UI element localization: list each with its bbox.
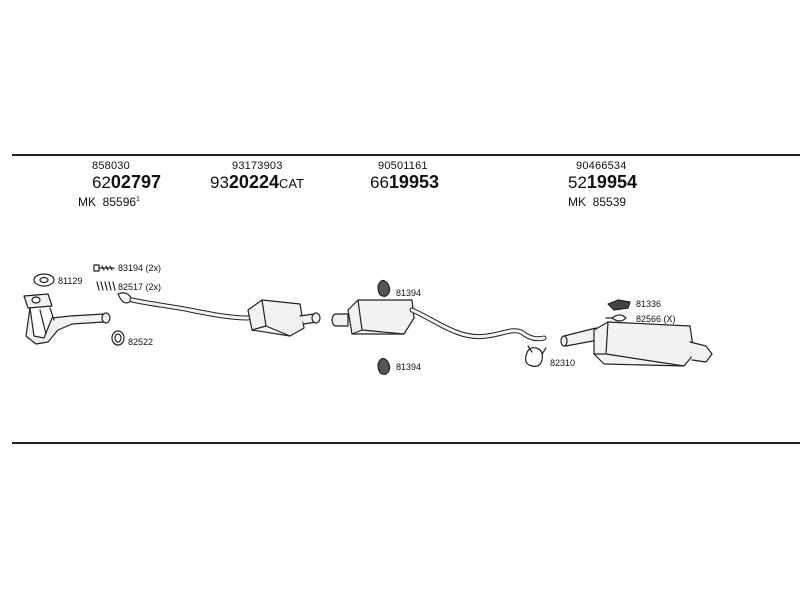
bottom-divider bbox=[12, 442, 800, 444]
front-pipe-drawing bbox=[23, 293, 111, 345]
label-81129: 81129 bbox=[58, 276, 82, 286]
header-column-front-pipe: 858030 6202797 MK 855961 bbox=[78, 160, 161, 209]
ring-82522-drawing bbox=[111, 330, 125, 346]
rear-silencer-drawing bbox=[560, 321, 713, 367]
label-82522: 82522 bbox=[128, 337, 153, 347]
oe-number: 858030 bbox=[92, 160, 130, 172]
label-82566: 82566 (X) bbox=[636, 314, 676, 324]
oe-number: 93173903 bbox=[232, 160, 283, 172]
gasket-ring-drawing bbox=[117, 292, 133, 304]
clamp-82310-drawing bbox=[525, 345, 547, 367]
oe-number: 90501161 bbox=[378, 160, 428, 172]
hanger-81394-bottom-drawing bbox=[377, 357, 391, 375]
header-column-catalytic-converter: 93173903 9320224CAT bbox=[210, 160, 304, 193]
label-81394-top: 81394 bbox=[396, 288, 421, 298]
hanger-81394-top-drawing bbox=[377, 279, 391, 297]
oe-number: 90466534 bbox=[576, 160, 627, 172]
header-column-middle-silencer: 90501161 6619953 bbox=[370, 160, 439, 193]
middle-silencer-drawing bbox=[331, 299, 547, 342]
rubber-82566-drawing bbox=[605, 314, 627, 322]
label-81336: 81336 bbox=[636, 299, 661, 309]
part-number: 9320224CAT bbox=[210, 172, 305, 192]
gasket-81129-drawing bbox=[33, 273, 55, 287]
label-82517: 82517 (2x) bbox=[118, 282, 161, 292]
top-divider bbox=[12, 154, 800, 156]
part-number: 5219954 bbox=[568, 172, 637, 192]
mounting-kit-number: MK 855961 bbox=[78, 195, 140, 209]
label-81394-bottom: 81394 bbox=[396, 362, 421, 372]
catalytic-converter-drawing bbox=[129, 297, 321, 337]
label-83194: 83194 (2x) bbox=[118, 263, 161, 273]
part-number: 6202797 bbox=[92, 172, 161, 192]
bolt-83194-drawing bbox=[93, 264, 115, 272]
part-number: 6619953 bbox=[370, 172, 439, 192]
hanger-81336-drawing bbox=[607, 299, 631, 311]
mounting-kit-number: MK 85539 bbox=[568, 195, 627, 209]
spring-82517-drawing bbox=[96, 281, 116, 291]
header-column-rear-silencer: 90466534 5219954 MK 85539 bbox=[568, 160, 637, 209]
label-82310: 82310 bbox=[550, 358, 575, 368]
